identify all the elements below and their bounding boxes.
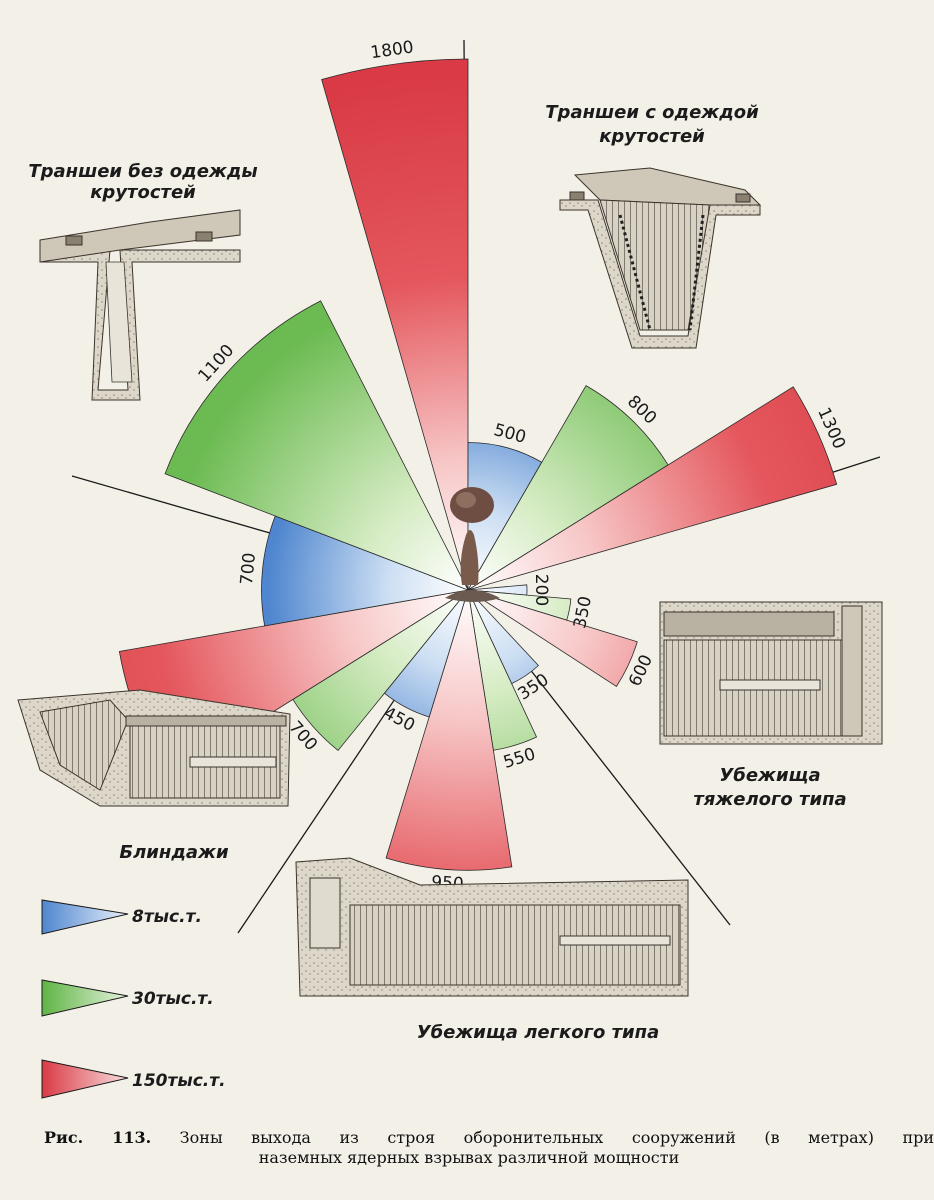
sector-red-6 [467,589,638,687]
title-dugout: Блиндажи [119,842,229,863]
title-heavy-shelter-1: Убежища [719,765,820,786]
title-trench-plain-1: Траншеи без одежды [28,161,257,182]
sector-value-label-5: 350 [570,595,596,631]
caption-line-1: Зоны выхода из строя оборонительных соор… [179,1128,934,1147]
sector-value-label-0: 1800 [369,37,415,63]
legend-label-30: 30тыс.т. [132,989,214,1009]
legend-swatch-8 [41,899,129,935]
legend-label-150: 150тыс.т. [132,1071,226,1091]
sector-green-14 [164,300,469,591]
structure-titles: Траншеи без одежды крутостей Траншеи с о… [28,102,846,1043]
illustration-dugout [17,689,291,807]
illustration-heavy-shelter [659,601,883,745]
title-trench-lined-2: крутостей [599,126,705,147]
caption-figure-number: Рис. 113. [44,1128,152,1147]
legend: 8тыс.т. 30тыс.т. 150тыс.т. [41,899,226,1099]
title-heavy-shelter-2: тяжелого типа [693,789,846,810]
legend-label-8: 8тыс.т. [132,907,202,927]
title-trench-lined-1: Траншеи с одеждой [545,102,759,123]
illustration-trench-plain [39,209,241,401]
legend-swatch-30 [41,979,129,1017]
sector-group [118,58,838,871]
sector-red-9 [385,589,513,871]
sector-value-label-1: 500 [492,420,529,448]
title-trench-plain-2: крутостей [90,182,196,203]
caption-line-2: наземных ядерных взрывах различной мощно… [258,1148,680,1167]
figure-caption: Рис. 113. Зоны выхода из строя обороните… [44,1128,934,1168]
sector-value-label-4: 200 [531,574,551,606]
sector-red-3 [467,386,838,591]
illustration-light-shelter [295,857,689,997]
title-light-shelter: Убежища легкого типа [417,1022,660,1043]
explosion-mushroom-icon [445,487,500,602]
sector-blue-13 [261,515,470,627]
legend-swatch-150 [41,1059,129,1099]
sector-value-label-8: 550 [501,744,538,773]
sector-red-0 [321,58,469,591]
sector-value-label-13: 700 [237,552,260,586]
illustration-trench-lined [559,167,762,349]
sector-green-2 [467,385,669,591]
